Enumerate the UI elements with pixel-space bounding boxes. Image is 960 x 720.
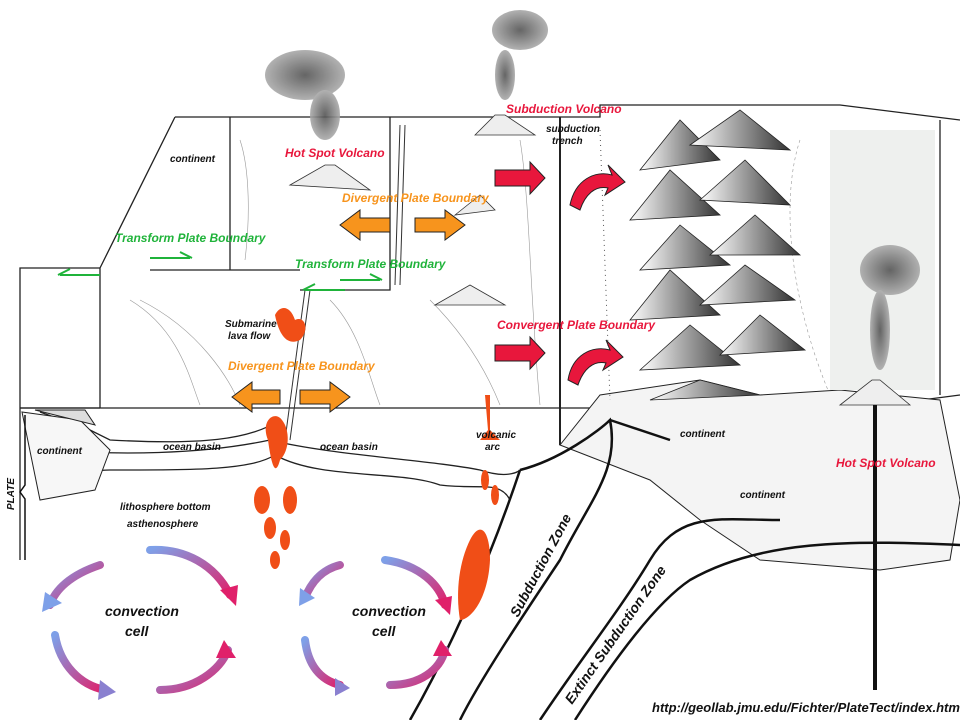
convergent-arrows <box>494 160 626 386</box>
transform-arrows <box>57 251 383 291</box>
label-volcanic-arc: volcanic <box>476 430 516 441</box>
label-hot-spot-volcano-top: Hot Spot Volcano <box>285 146 385 160</box>
divergent-arrows <box>231 209 466 413</box>
label-subduction-trench-2: trench <box>552 136 583 147</box>
label-convection-cell-2b: cell <box>372 623 396 639</box>
label-asthenosphere: asthenosphere <box>127 519 199 530</box>
plate-bracket <box>19 415 26 560</box>
label-divergent-boundary-bottom: Divergent Plate Boundary <box>228 359 376 373</box>
label-subduction-zone: Subduction Zone <box>507 511 575 620</box>
label-convection-cell-2: convection <box>352 603 426 619</box>
label-transform-boundary-left: Transform Plate Boundary <box>115 231 267 245</box>
label-extinct-subduction-zone: Extinct Subduction Zone <box>561 562 669 706</box>
label-volcanic-arc-2: arc <box>485 442 500 453</box>
label-divergent-boundary-top: Divergent Plate Boundary <box>342 191 490 205</box>
label-continent-top: continent <box>170 154 216 165</box>
label-continent-right-1: continent <box>680 429 726 440</box>
label-subduction-trench: subduction <box>546 124 600 135</box>
label-continent-left: continent <box>37 446 83 457</box>
label-submarine-lava-2: lava flow <box>228 331 271 342</box>
label-transform-boundary-mid: Transform Plate Boundary <box>295 257 447 271</box>
label-lithosphere-bottom: lithosphere bottom <box>120 502 211 513</box>
mountains <box>629 109 807 401</box>
mid-ocean-ridge <box>284 124 406 441</box>
label-subduction-volcano: Subduction Volcano <box>506 102 622 116</box>
source-url: http://geollab.jmu.edu/Fichter/PlateTect… <box>652 700 960 715</box>
label-convection-cell-1b: cell <box>125 623 149 639</box>
label-ocean-basin-2: ocean basin <box>320 442 378 453</box>
volcano-smoke <box>265 10 920 370</box>
label-convection-cell-1: convection <box>105 603 179 619</box>
label-continent-right-2: continent <box>740 490 786 501</box>
continent-crust <box>21 379 960 571</box>
volcano-cones <box>288 114 912 406</box>
label-submarine-lava: Submarine <box>225 319 277 330</box>
convection-cell-arrows <box>46 545 449 694</box>
label-ocean-basin-1: ocean basin <box>163 442 221 453</box>
magma-plumes <box>254 308 500 620</box>
convection-arrowheads <box>42 585 452 700</box>
label-hot-spot-volcano-right: Hot Spot Volcano <box>836 456 936 470</box>
label-plate: PLATE <box>6 478 17 510</box>
label-convergent-boundary: Convergent Plate Boundary <box>497 318 656 332</box>
